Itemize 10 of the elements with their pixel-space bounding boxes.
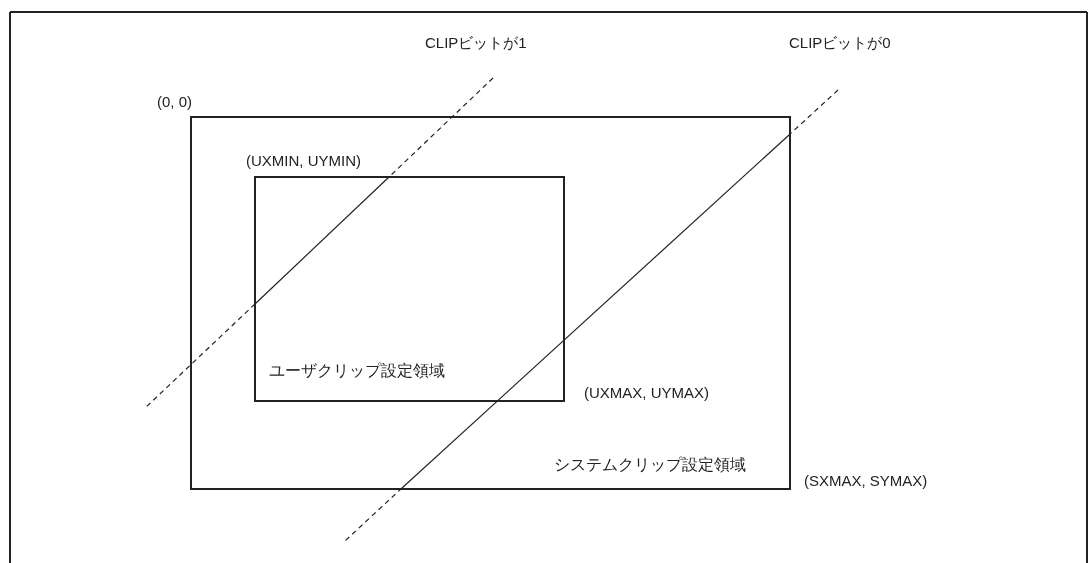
- line-label: CLIPビットが1: [425, 34, 527, 52]
- coordinate-label: (UXMIN, UYMIN): [246, 152, 361, 170]
- clip-region-box: [190, 116, 791, 490]
- coordinate-label: (0, 0): [157, 93, 192, 111]
- region-label: ユーザクリップ設定領域: [269, 362, 445, 380]
- line-label: CLIPビットが0: [789, 34, 891, 52]
- coordinate-label: (SXMAX, SYMAX): [804, 472, 928, 490]
- region-label: システムクリップ設定領域: [554, 456, 746, 474]
- coordinate-label: (UXMAX, UYMAX): [584, 384, 709, 402]
- clip-region-box: [254, 176, 565, 402]
